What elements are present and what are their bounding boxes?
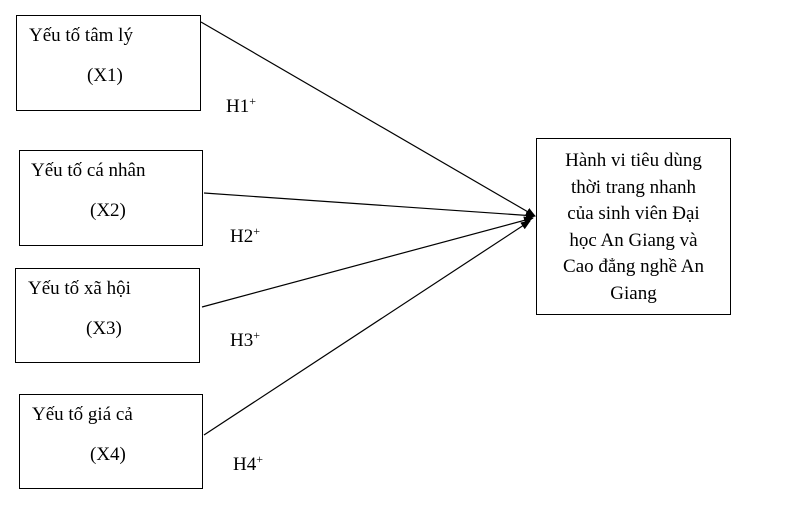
hypothesis-id: H1 — [226, 96, 250, 117]
factor-code: (X4) — [90, 444, 126, 465]
factor-name: Yếu tố xã hội — [28, 278, 131, 299]
hypothesis-id: H3 — [230, 330, 254, 351]
hypothesis-label-h1: H1+ — [226, 94, 257, 117]
factor-code: (X2) — [90, 200, 126, 221]
factor-box-social: Yếu tố xã hội (X3) — [15, 268, 200, 363]
factor-box-personal: Yếu tố cá nhân (X2) — [19, 150, 203, 246]
arrow-h2 — [203, 192, 536, 220]
hypothesis-sign: + — [249, 94, 257, 108]
hypothesis-sign: + — [253, 224, 261, 238]
hypothesis-label-h3: H3+ — [230, 328, 261, 351]
hypothesis-id: H4 — [233, 454, 257, 475]
hypothesis-id: H2 — [230, 226, 254, 247]
factor-name: Yếu tố cá nhân — [31, 160, 146, 181]
factor-name: Yếu tố tâm lý — [29, 25, 133, 46]
hypothesis-sign: + — [256, 452, 264, 466]
factor-code: (X1) — [87, 65, 123, 86]
factor-name: Yếu tố giá cả — [32, 404, 133, 425]
hypothesis-sign: + — [253, 328, 261, 342]
hypothesis-label-h2: H2+ — [230, 224, 261, 247]
outcome-text: Hành vi tiêu dùng thời trang nhanh của s… — [563, 150, 704, 304]
factor-code: (X3) — [86, 318, 122, 339]
factor-box-price: Yếu tố giá cả (X4) — [19, 394, 203, 489]
outcome-box-consumer-behavior: Hành vi tiêu dùng thời trang nhanh của s… — [536, 138, 731, 315]
arrow-h1 — [200, 21, 536, 217]
factor-box-psychological: Yếu tố tâm lý (X1) — [16, 15, 201, 111]
hypothesis-label-h4: H4+ — [233, 452, 264, 475]
